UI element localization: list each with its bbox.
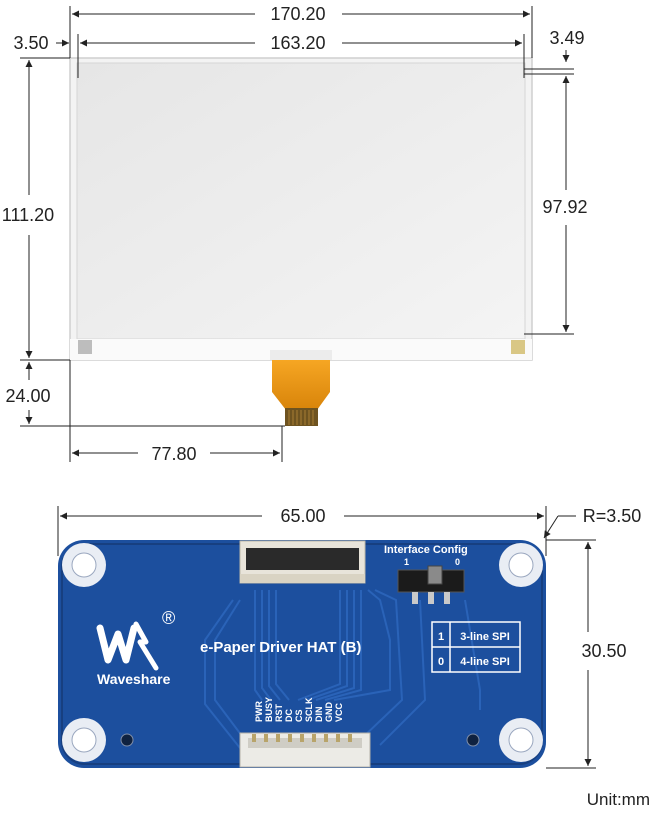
dim-hat-height: 30.50 [581, 641, 626, 661]
mounting-hole-top-right [499, 543, 543, 587]
waveshare-logo-icon [96, 624, 138, 664]
pcb-body [58, 540, 546, 768]
panel-corner-pad-right [511, 340, 525, 354]
pin-label-pwr: PWR [254, 701, 264, 722]
via-left [120, 733, 134, 747]
spi-row-1-key: 1 [438, 631, 444, 643]
dim-overall-height: 111.20 [2, 205, 54, 225]
switch-label-1: 1 [404, 557, 409, 567]
interface-config-switch[interactable] [397, 565, 465, 604]
switch-slider[interactable] [427, 565, 443, 585]
bottom-pin-connector [239, 732, 371, 768]
switch-label-0: 0 [455, 557, 460, 567]
mounting-hole-bottom-right [499, 718, 543, 762]
dim-fpc-offset: 77.80 [151, 444, 196, 464]
unit-label: Unit:mm [586, 790, 650, 809]
dim-active-width: 163.20 [270, 33, 325, 53]
registered-mark: ® [162, 608, 175, 628]
board-title: e-Paper Driver HAT (B) [200, 639, 361, 656]
mounting-hole-top-left [62, 543, 106, 587]
hat-dimension-labels: 65.00 R=3.50 30.50 [280, 506, 641, 661]
hat-dimension-lines [57, 506, 596, 769]
fpc-cable [272, 360, 330, 410]
spi-row-2-key: 0 [438, 656, 444, 668]
fpc-stiffener [270, 350, 332, 360]
lightning-icon [133, 621, 159, 671]
top-fpc-connector [239, 540, 366, 584]
panel-bottom-border [70, 339, 532, 360]
dim-right-margin: 3.49 [549, 28, 584, 48]
active-area [76, 62, 526, 340]
epaper-dimension-labels: 170.20 163.20 3.50 3.49 111.20 97.92 24.… [2, 4, 588, 464]
pcb-traces [204, 589, 481, 749]
epaper-panel [69, 57, 533, 426]
dim-active-height: 97.92 [542, 197, 587, 217]
panel-corner-pad-left [78, 340, 92, 354]
brand-name: Waveshare [97, 671, 171, 687]
epaper-dimension-lines [20, 6, 574, 462]
spi-row-1-value: 3-line SPI [460, 631, 510, 643]
waveshare-logo: ® Waveshare [96, 608, 175, 687]
via-right [466, 733, 480, 747]
pin-label-sclk: SCLK [304, 697, 314, 722]
pin-label-gnd: GND [324, 702, 334, 723]
fpc-traces [288, 410, 314, 425]
dim-fpc-length: 24.00 [5, 386, 50, 406]
pin-label-din: DIN [314, 707, 324, 723]
spi-mode-table: 1 3-line SPI 0 4-line SPI [431, 621, 521, 673]
pin-label-vcc: VCC [334, 702, 344, 722]
dim-overall-width: 170.20 [270, 4, 325, 24]
dim-hat-width: 65.00 [280, 506, 325, 526]
pin-label-cs: CS [294, 709, 304, 722]
mounting-hole-bottom-left [62, 718, 106, 762]
pin-label-busy: BUSY [264, 697, 274, 722]
dim-hat-corner-radius: R=3.50 [583, 506, 642, 526]
spi-row-2-value: 4-line SPI [460, 656, 510, 668]
pin-label-rst: RST [274, 703, 284, 722]
interface-config-label: Interface Config [384, 544, 468, 556]
pin-label-dc: DC [284, 709, 294, 722]
dim-left-margin: 3.50 [13, 33, 48, 53]
